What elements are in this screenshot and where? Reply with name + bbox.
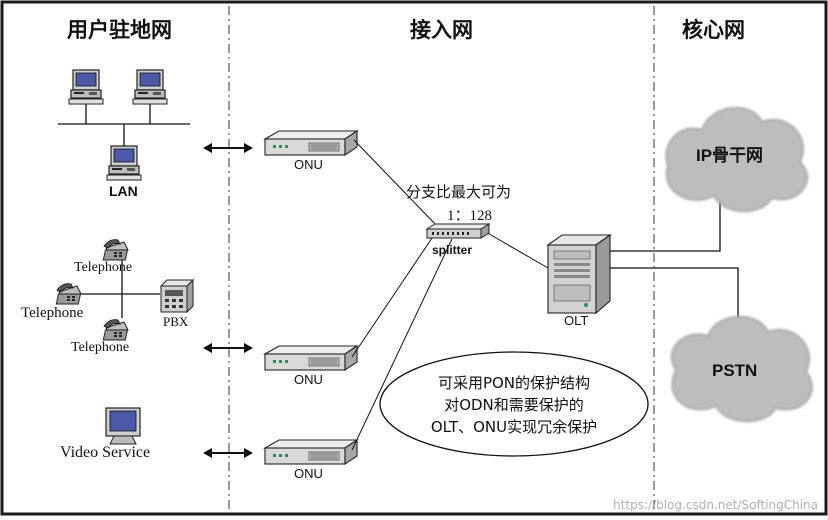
ip-backbone-label: IP骨干网 <box>696 146 764 165</box>
telephone-bottom-label: Telephone <box>71 340 130 355</box>
splitter-label: splitter <box>432 243 473 257</box>
video-service-label: Video Service <box>60 444 151 461</box>
protection-note-line-3: OLT、ONU实现冗余保护 <box>430 418 598 436</box>
arrow-phone-onu <box>202 342 254 354</box>
pbx-label: PBX <box>163 314 189 329</box>
zone-title-user-premises: 用户驻地网 <box>67 18 172 42</box>
lan-pc-right-icon <box>132 69 168 105</box>
zone-title-core-network: 核心网 <box>682 18 745 42</box>
fiber-links <box>351 139 549 451</box>
ip-backbone-cloud <box>665 107 808 212</box>
zone-title-access-network: 接入网 <box>410 18 473 42</box>
lan-wiring <box>58 103 190 146</box>
splitter-icon <box>425 223 491 239</box>
olt-icon <box>546 233 612 315</box>
watermark-text: https://blog.csdn.net/SoftingChina <box>613 498 818 512</box>
onu-bottom-icon <box>264 439 358 465</box>
lan-pc-left-icon <box>68 69 104 105</box>
video-monitor-icon <box>105 407 141 445</box>
lan-pc-bottom-icon <box>106 145 142 181</box>
onu-middle-icon <box>264 345 358 371</box>
telephone-top-label: Telephone <box>74 260 133 275</box>
telephone-top-icon <box>102 239 129 261</box>
arrow-lan-onu <box>202 142 254 154</box>
onu-top-icon <box>264 130 358 156</box>
onu-bottom-label: ONU <box>294 466 323 481</box>
pbx-icon <box>159 278 195 314</box>
protection-note-line-2: 对ODN和需要保护的 <box>444 396 584 414</box>
telephone-bottom-icon <box>102 319 129 341</box>
split-ratio-value: 1：128 <box>447 208 493 224</box>
protection-note-ellipse <box>379 351 649 457</box>
telephone-left-icon <box>55 283 82 305</box>
core-links <box>610 192 739 336</box>
telephone-left-label: Telephone <box>21 305 84 321</box>
protection-note: 可采用PON的保护结构 对ODN和需要保护的 OLT、ONU实现冗余保护 <box>386 372 642 438</box>
onu-top-label: ONU <box>294 157 323 172</box>
pstn-label: PSTN <box>712 361 758 380</box>
olt-label: OLT <box>564 313 589 328</box>
onu-middle-label: ONU <box>294 372 323 387</box>
arrow-video-onu <box>202 447 254 459</box>
lan-label: LAN <box>109 183 138 199</box>
pstn-cloud <box>670 316 813 422</box>
protection-note-line-1: 可采用PON的保护结构 <box>437 374 591 392</box>
split-ratio-text: 分支比最大可为 <box>406 183 512 201</box>
